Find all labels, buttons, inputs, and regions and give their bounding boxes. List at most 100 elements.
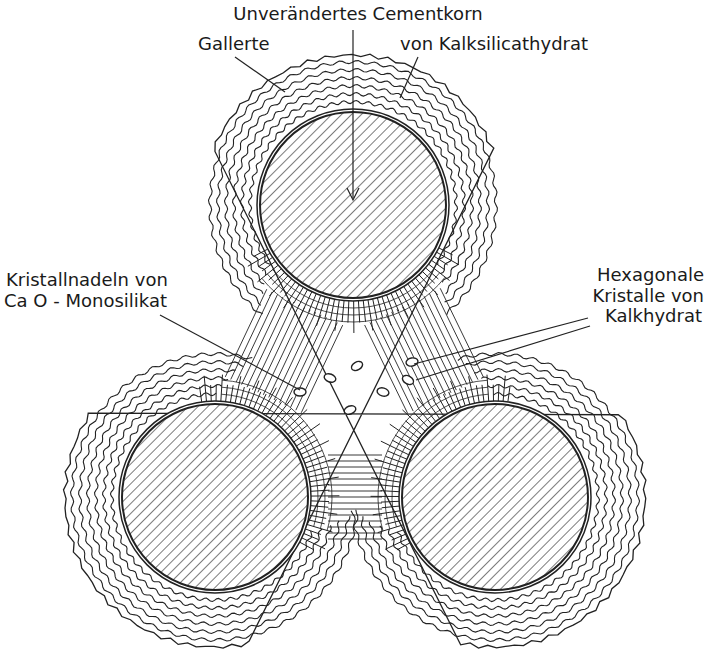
leader-line [400,57,418,98]
crystal-needle [419,299,462,388]
crystal-needle [487,375,489,402]
crystal-needle [386,314,429,403]
crystal-needle [280,279,291,293]
crystal-needle [353,301,354,333]
crystal-needle [225,289,266,377]
crystal-needle [248,253,270,266]
leader-line [414,318,588,364]
crystal-needle [270,402,281,418]
crystal-needle [328,461,382,462]
crystal-needle [392,312,435,401]
crystal-needle [296,323,337,411]
crystal-needle [301,325,342,413]
grain-rim [119,401,311,593]
crystal-needle [435,291,478,380]
crystal-needle [302,538,325,549]
crystal-needle [331,299,335,319]
gel-layer [110,393,311,602]
gel-label-box: von Kalksilicathydrat [398,34,638,55]
grain-label: Unverändertes Cementkorn [231,3,484,24]
crystal-needle [210,385,212,401]
crystal-needle [385,538,408,549]
crystal-needle [328,521,382,522]
hexagonal-crystal [376,387,390,398]
crystal-needle [328,527,382,528]
gel-layer [71,353,358,642]
crystal-needle [242,297,283,385]
crystal-needle [439,248,453,255]
hexagonal-crystal [405,357,418,367]
crystal-needle [383,468,402,473]
needle-label-box: Kristallnadeln von Ca O - Monosilikat [4,270,179,311]
crystal-needle [328,497,382,498]
hexagonal-crystal [401,374,415,387]
crystal-needle [328,485,382,486]
leader-line [235,57,285,92]
crystal-needle [328,467,382,468]
crystal-needle [216,385,217,401]
crystal-needle [429,264,450,280]
crystal-needle [375,320,418,409]
crystal-needle [440,288,483,377]
crystal-label: Hexagonale Kristalle von Kalkhydrat [592,264,704,326]
gel-label: Gallerte [196,33,272,54]
crystal-needle [358,301,359,323]
crystal-needle [391,293,399,311]
crystal-needle [380,491,399,492]
crystal-needle [300,542,314,549]
gel-layer [86,368,339,625]
crystal-needle [422,271,434,283]
crystal-needle [395,435,413,446]
crystal-needle [371,478,400,483]
crystal-needle [392,534,407,540]
cement-grain [402,404,588,590]
hexagonal-crystal [323,372,337,384]
crystal-needle [426,268,439,279]
crystal-needle [328,479,382,480]
crystal-needle [437,252,459,265]
crystal-needle [498,385,500,401]
leader-line [352,30,353,198]
crystal-needle [377,298,382,318]
gel-layer [380,376,616,617]
crystal-needle [200,387,202,402]
crystal-needle [308,467,327,472]
crystal-needle [382,506,400,508]
crystal-needle [314,295,321,314]
crystal-needle [328,539,382,540]
crystal-needle [347,301,349,323]
grain-rim [399,401,591,593]
crystal-needle [363,300,365,321]
crystal-needle [285,317,326,405]
crystal-needle [269,269,282,280]
hexagonal-crystal [343,404,357,416]
grain-label-box: Unverändertes Cementkorn [228,4,488,25]
crystal-needle [325,298,330,318]
hexagonal-crystal [294,388,306,396]
crystal-needle [311,506,329,508]
crystal-needle [236,294,277,382]
crystal-needle [305,529,320,534]
crystal-needle [493,385,494,401]
gel-envelope [63,54,645,648]
crystal-needle [408,304,451,393]
crystal-needle [257,265,278,282]
crystal-needle [428,402,439,418]
leader-line [416,326,590,380]
gel-layer [95,376,332,617]
crystal-needle [342,301,344,322]
gel-layer [79,361,350,634]
crystal-needle [311,490,330,491]
crystal-needle [310,484,329,486]
crystal-needle [370,322,413,411]
crystal-needle [328,533,382,534]
crystal-needle [296,435,314,447]
gel-layer [103,385,323,610]
crystal-needle [272,272,284,284]
crystal-needle [328,515,382,516]
crystal-needle [221,375,223,402]
crystal-needle [328,455,382,456]
crystal-label-box: Hexagonale Kristalle von Kalkhydrat [568,265,704,327]
